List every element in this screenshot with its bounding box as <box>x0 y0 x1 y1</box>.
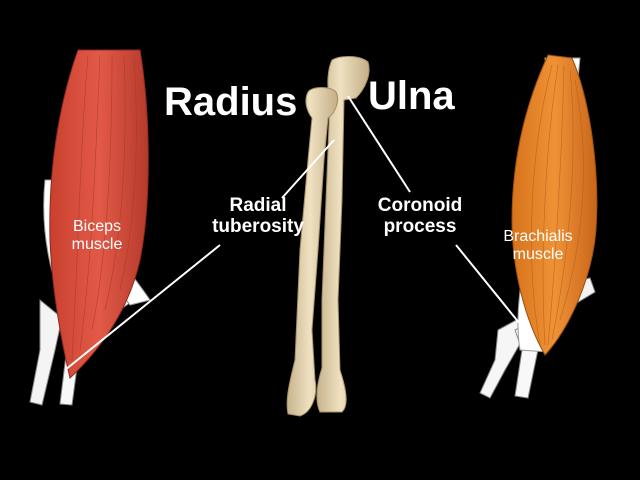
coronoid-process-label: Coronoid process <box>377 195 463 237</box>
biceps-muscle-shape <box>49 49 149 379</box>
coronoid-line-lower <box>455 244 534 341</box>
coronoid-line-upper <box>347 95 411 193</box>
brachialis-muscle-label: Brachialis muscle <box>503 228 573 263</box>
radial-tuberosity-line-upper <box>281 139 335 199</box>
leader-lines <box>64 95 534 371</box>
brachialis-muscle-shape <box>511 54 598 356</box>
radius-label: Radius <box>164 80 298 124</box>
brachialis-fibers <box>531 64 584 346</box>
biceps-muscle-label: Biceps muscle <box>71 218 123 253</box>
radial-tuberosity-line-lower <box>64 244 221 371</box>
ulna-label: Ulna <box>368 74 455 118</box>
biceps-fibers <box>71 54 137 361</box>
radial-tuberosity-label: Radial tuberosity <box>212 195 304 237</box>
radius-bone <box>286 87 339 417</box>
